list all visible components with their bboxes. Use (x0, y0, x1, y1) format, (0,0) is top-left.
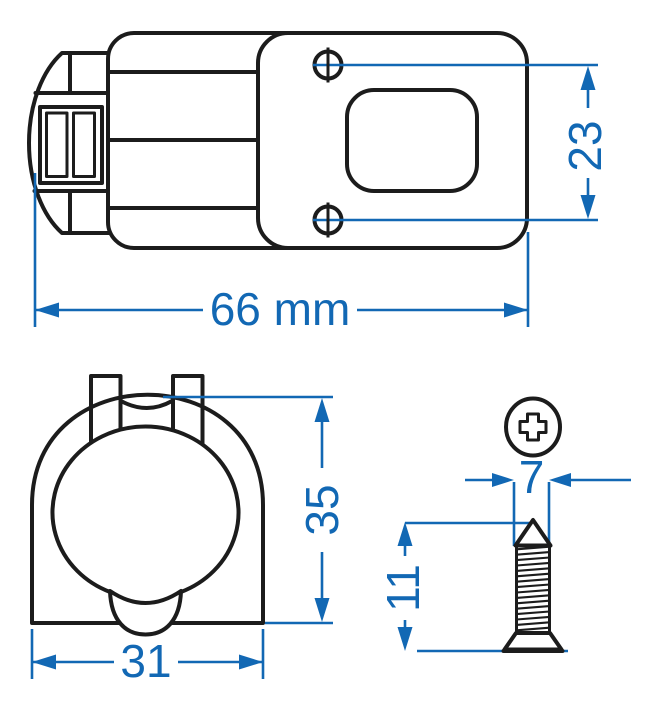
bracket-tab-right (171, 374, 205, 452)
arrow-left-icon (32, 654, 56, 670)
arrow-right-icon (239, 654, 263, 670)
plate-cutout (345, 88, 479, 193)
thumb-catch (108, 589, 183, 637)
screw-side-view (405, 518, 568, 653)
dim-bracket-width-label: 31 (120, 635, 171, 687)
dimension-screw-length: 11 (377, 522, 429, 651)
dimension-overall-width: 66 mm (33, 173, 530, 335)
arrow-up-icon (580, 66, 596, 90)
hinge-notch (119, 399, 174, 410)
screw-countersunk-head (502, 631, 564, 652)
dim-screw-diameter-label: 7 (519, 451, 545, 503)
arrow-right-icon (504, 302, 528, 318)
arrow-left-icon (549, 473, 571, 487)
cable-clamp-cell-right (72, 111, 96, 178)
screw-tip (513, 518, 553, 548)
dim-bracket-height-label: 35 (296, 484, 348, 535)
dim-screw-length-label: 11 (377, 564, 429, 612)
screw-threads (516, 545, 550, 632)
phillips-cross-icon (518, 412, 548, 442)
cable-clamp-cell-left (45, 111, 69, 178)
screw-head-circle (504, 396, 562, 458)
arrow-left-icon (35, 302, 59, 318)
dimension-hole-spacing: 23 (313, 47, 611, 238)
bracket-front-view (30, 374, 265, 637)
arrow-down-icon (314, 598, 330, 622)
dim-hole-spacing-label: 23 (559, 120, 611, 171)
screw-head-top-view (504, 396, 562, 458)
dimension-bracket-width: 31 (30, 629, 265, 687)
cable-clamp-outer (38, 105, 104, 185)
bracket-tab-left (89, 374, 123, 452)
socket-side-view (27, 31, 529, 250)
arrow-down-icon (397, 627, 413, 651)
arrow-right-icon (492, 473, 514, 487)
dim-overall-width-label: 66 mm (210, 283, 351, 335)
dimension-screw-diameter: 7 (465, 451, 631, 546)
arrow-up-icon (397, 522, 413, 546)
arrow-up-icon (314, 398, 330, 422)
socket-lid (50, 424, 241, 594)
dimension-bracket-height: 35 (163, 395, 348, 625)
arrow-down-icon (580, 195, 596, 219)
